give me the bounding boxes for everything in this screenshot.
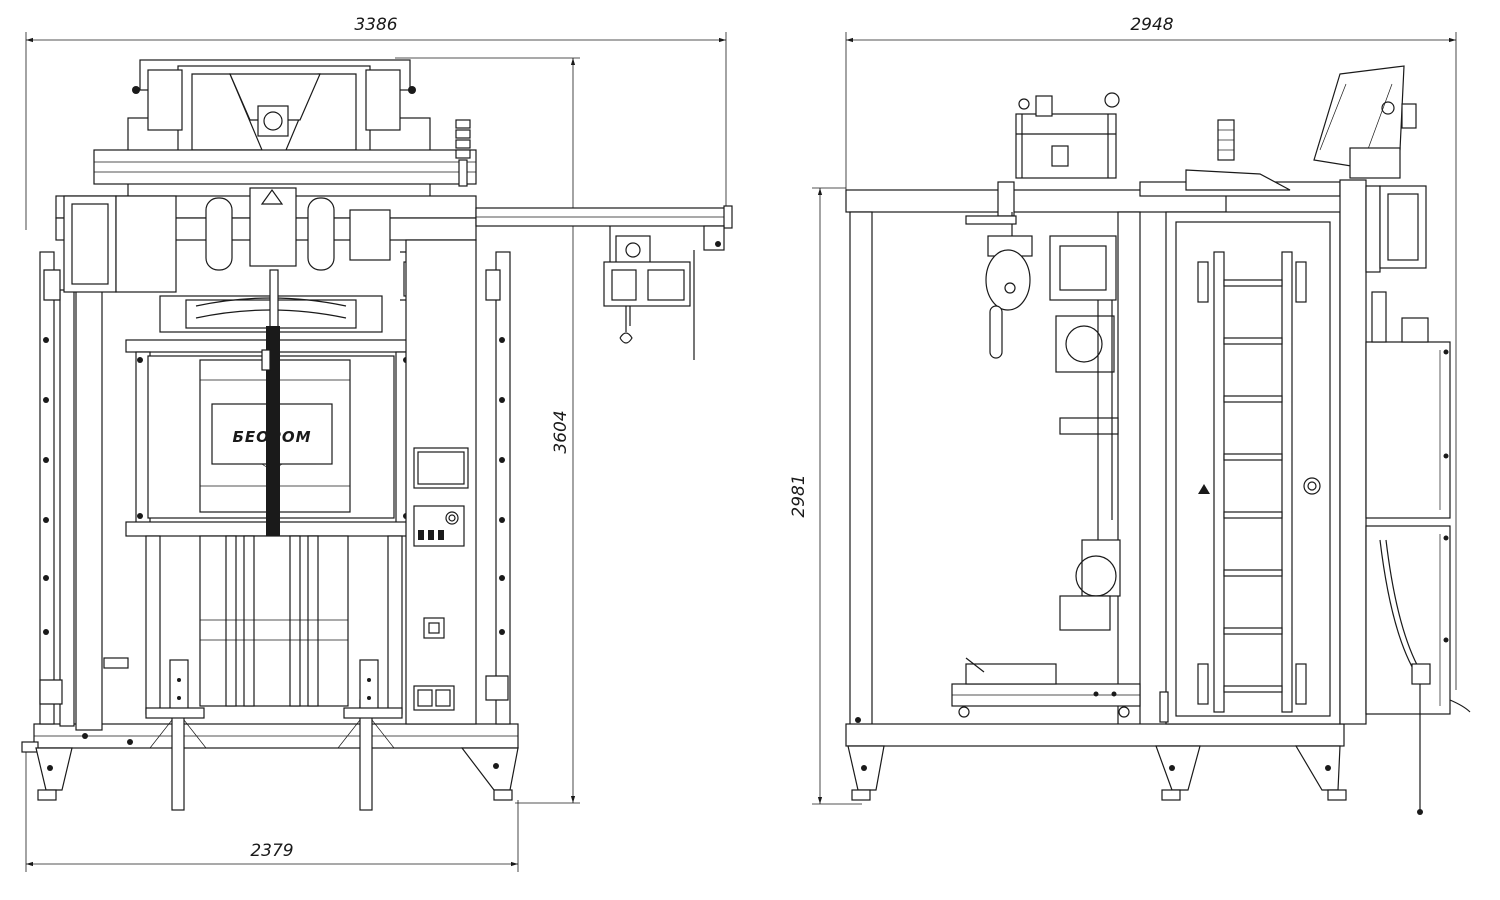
front-hoist-arm bbox=[475, 205, 733, 360]
front-view: 3386 3604 2379 bbox=[21, 15, 733, 872]
side-tray bbox=[951, 657, 1141, 718]
front-width-label: 3386 bbox=[354, 15, 397, 35]
front-base-label: 2379 bbox=[250, 841, 293, 861]
front-control-cabinet bbox=[405, 239, 477, 725]
side-height-label: 2981 bbox=[789, 474, 809, 517]
front-height-dimension: 3604 bbox=[395, 57, 580, 804]
side-right-cabinets bbox=[1339, 179, 1471, 815]
front-hopper bbox=[93, 59, 477, 209]
front-base-dimension: 2379 bbox=[25, 745, 519, 872]
side-mechanisms bbox=[965, 212, 1121, 631]
front-frame bbox=[39, 251, 511, 731]
side-ladder-cabinet bbox=[1159, 211, 1341, 725]
front-base bbox=[21, 699, 519, 811]
front-door-frame: БЕОРОМ bbox=[125, 326, 417, 706]
side-width-label: 2948 bbox=[1130, 15, 1173, 35]
side-view: 2948 2981 bbox=[789, 15, 1471, 815]
front-lower-section bbox=[103, 535, 403, 719]
side-frame bbox=[845, 181, 1347, 801]
side-width-dimension: 2948 bbox=[845, 15, 1457, 690]
side-height-dimension: 2981 bbox=[789, 187, 862, 805]
side-top-unit bbox=[1015, 65, 1417, 197]
front-width-dimension: 3386 bbox=[25, 15, 727, 230]
front-height-label: 3604 bbox=[551, 410, 571, 453]
front-forming-unit bbox=[159, 269, 383, 333]
